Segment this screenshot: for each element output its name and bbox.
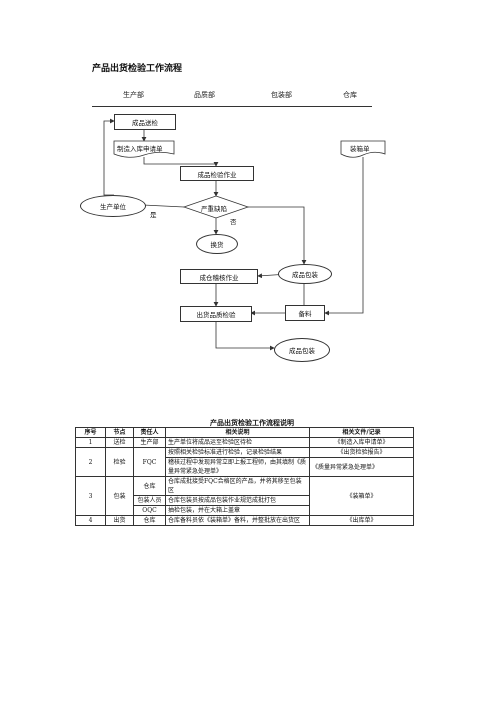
table-row: 2 检验 FQC 按照相关检验标准进行检验，记录检验结果 《出货检验报告》 xyxy=(75,447,414,477)
header-doc: 相关文件/记录 xyxy=(309,427,414,438)
column-warehouse: 仓库 xyxy=(343,91,357,99)
cell-owner: 生产部 xyxy=(133,437,166,448)
inspect-work-box: 成品检验作业 xyxy=(180,166,254,181)
warehouse-check-box: 成仓稽核作业 xyxy=(180,269,258,284)
no-label: 否 xyxy=(230,218,237,226)
cell-owner: OQC xyxy=(133,505,166,516)
decision-label: 严重缺陷 xyxy=(201,205,227,213)
cell-owner: 包装人员 xyxy=(133,495,166,506)
rework-node: 换货 xyxy=(196,234,238,254)
cell-doc: 《质量异常紧急处理单》 xyxy=(309,457,414,477)
cell-desc: 仓库包装员按成品包装作业规范成批打包 xyxy=(165,495,310,506)
flow-connectors xyxy=(103,118,386,351)
ship-inspect-box: 成品送检 xyxy=(114,114,176,130)
cell-node: 出货 xyxy=(105,515,134,526)
table-header-row: 序号 节点 责任人 相关说明 相关文件/记录 xyxy=(75,427,414,438)
column-quality: 品质部 xyxy=(194,91,215,99)
column-packaging: 包装部 xyxy=(271,91,292,99)
cell-desc: 抽检包装，并在大箱上盖章 xyxy=(165,505,310,516)
cell-owner: 仓库 xyxy=(133,515,166,526)
cell-no: 1 xyxy=(75,437,106,448)
cell-owner: 仓库 xyxy=(133,476,166,496)
cell-doc: 《出库单》 xyxy=(309,515,414,526)
cell-owner: FQC xyxy=(133,447,166,477)
cell-doc: 《出货检验报告》 xyxy=(309,447,414,458)
make-form-doc: 制造入库申请单 xyxy=(117,145,163,153)
cell-doc: 《制造入库申请单》 xyxy=(309,437,414,448)
pack-node-1: 成品包装 xyxy=(278,264,332,284)
production-unit-node: 生产单位 xyxy=(80,195,146,217)
header-divider xyxy=(92,106,372,107)
cell-desc: 生产单位将成品运至检验区待检 xyxy=(165,437,310,448)
cell-no: 3 xyxy=(75,476,106,516)
table-row: 4 出货 仓库 仓库备料员依《装箱单》备料，并整批放在出货区 《出库单》 xyxy=(75,515,414,526)
table-row: 3 包装 仓库 仓库成批接受FQC合格区的产品，并将其移至包装区 《装箱单》 xyxy=(75,476,414,516)
table-row: 稽核过程中发现异常立即上报工程师，由其填制《质量异常紧急处理单》 《质量异常紧急… xyxy=(76,457,414,477)
outgoing-check-box: 出货品质检验 xyxy=(180,306,252,322)
cell-desc: 按照相关检验标准进行检验，记录检验结果 xyxy=(165,447,310,458)
cell-node: 检验 xyxy=(105,447,134,477)
cell-node: 送检 xyxy=(105,437,134,448)
cell-desc: 稽核过程中发现异常立即上报工程师，由其填制《质量异常紧急处理单》 xyxy=(165,457,310,477)
prepare-box: 备料 xyxy=(285,305,325,321)
header-node: 节点 xyxy=(105,427,134,438)
cell-desc: 仓库备料员依《装箱单》备料，并整批放在出货区 xyxy=(165,515,310,526)
pack-node-2: 成品包装 xyxy=(274,338,330,362)
packing-list-doc: 装箱单 xyxy=(350,145,370,153)
column-production: 生产部 xyxy=(123,91,144,99)
header-desc: 相关说明 xyxy=(165,427,310,438)
cell-doc: 《装箱单》 xyxy=(309,476,414,516)
process-table: 序号 节点 责任人 相关说明 相关文件/记录 1 送检 生产部 生产单位将成品运… xyxy=(75,427,414,526)
cell-desc: 仓库成批接受FQC合格区的产品，并将其移至包装区 xyxy=(165,476,310,496)
header-no: 序号 xyxy=(75,427,106,438)
header-owner: 责任人 xyxy=(133,427,166,438)
yes-label: 是 xyxy=(150,211,157,219)
table-title: 产品出货检验工作流程说明 xyxy=(210,418,294,427)
page-title: 产品出货检验工作流程 xyxy=(92,64,183,74)
cell-no: 4 xyxy=(75,515,106,526)
cell-node: 包装 xyxy=(105,476,134,516)
cell-no: 2 xyxy=(75,447,106,477)
table-row: 1 送检 生产部 生产单位将成品运至检验区待检 《制造入库申请单》 xyxy=(75,437,414,448)
